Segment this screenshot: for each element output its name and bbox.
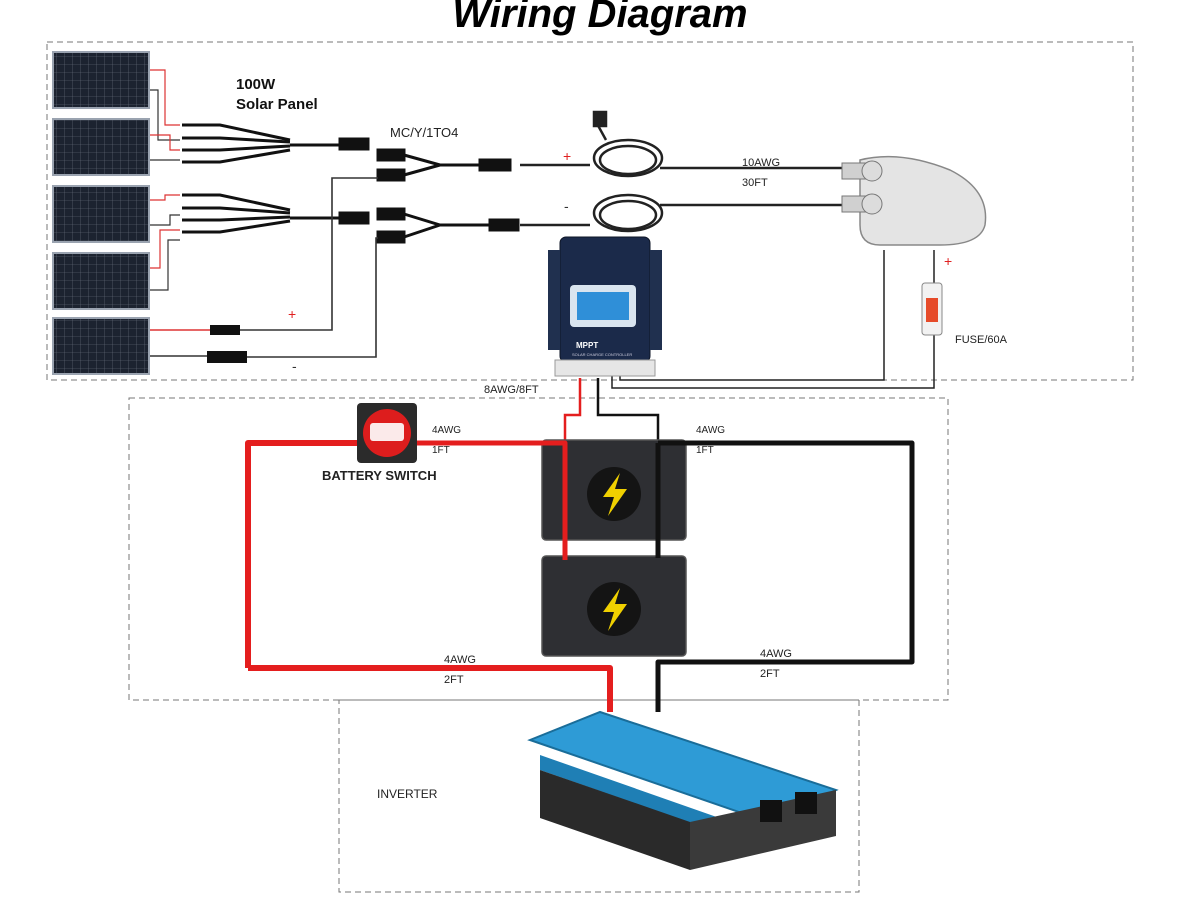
- inverter-neg-length: 2FT: [760, 668, 780, 680]
- plus-sign: +: [563, 148, 572, 164]
- switch-cable-length: 1FT: [432, 445, 450, 456]
- controller-battery-wires: [563, 378, 660, 445]
- battery-link-gauge: 4AWG: [696, 425, 726, 436]
- inverter-section-box: [338, 699, 860, 893]
- cable-10awg-gauge: 10AWG: [742, 157, 781, 169]
- solar-panel: [52, 252, 150, 310]
- y-branch-connector-bottom: [182, 193, 370, 234]
- fuse-label: FUSE/60A: [955, 334, 1007, 346]
- inverter-pos-length: 2FT: [444, 674, 464, 686]
- switch-cable-gauge: 4AWG: [432, 425, 462, 436]
- solar-panel-wattage: 100W: [236, 76, 276, 93]
- solar-panel: [52, 118, 150, 176]
- connector-label: MC/Y/1TO4: [390, 125, 459, 140]
- inverter-pos-gauge: 4AWG: [444, 654, 476, 666]
- inverter-label: INVERTER: [377, 787, 438, 801]
- battery-section-box: [128, 397, 949, 701]
- diagram-title: Wiring Diagram: [452, 0, 748, 36]
- battery-top: [541, 439, 687, 541]
- solar-panel-array: [52, 51, 150, 375]
- inverter-device: [527, 710, 839, 870]
- battery-bottom: [541, 555, 687, 657]
- y-branch-connector-top: [182, 123, 370, 164]
- battery-bank-wiring: [245, 440, 915, 712]
- cable-10awg-length: 30FT: [742, 177, 768, 189]
- controller-brand: MPPT: [576, 341, 599, 350]
- minus-sign: -: [564, 198, 569, 214]
- cable-coils: [520, 110, 850, 233]
- minus-sign: -: [292, 358, 297, 374]
- battery-link-length: 1FT: [696, 445, 714, 456]
- plus-sign: +: [944, 253, 953, 269]
- fuse-60a: [921, 282, 943, 336]
- plus-sign: +: [288, 306, 297, 322]
- solar-panel: [52, 185, 150, 243]
- mc4-y-connector-top: [376, 148, 512, 182]
- battery-switch-device: [357, 403, 417, 463]
- mppt-charge-controller: [548, 236, 662, 377]
- solar-panel-label: Solar Panel: [236, 96, 318, 113]
- panel-leads: [150, 69, 180, 291]
- solar-panel: [52, 51, 150, 109]
- solar-panel: [52, 317, 150, 375]
- inverter-neg-gauge: 4AWG: [760, 648, 792, 660]
- single-panel-wiring: [150, 177, 378, 363]
- mc4-y-connector-bottom: [376, 207, 520, 244]
- battery-switch-label: BATTERY SWITCH: [322, 468, 437, 483]
- controller-subtitle: SOLAR CHARGE CONTROLLER: [572, 352, 633, 357]
- controller-cable-label: 8AWG/8FT: [484, 384, 539, 396]
- solar-section-box: [46, 41, 1134, 381]
- cable-entry-gland: [841, 155, 987, 246]
